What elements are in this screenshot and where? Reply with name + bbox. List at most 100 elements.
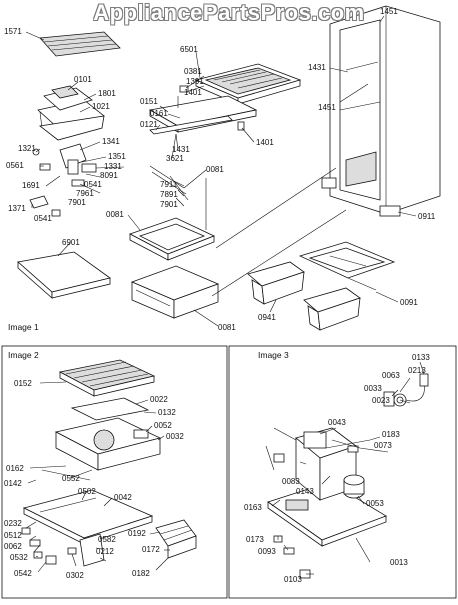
section-label-image2: Image 2 xyxy=(8,350,39,360)
part-label: 0133 xyxy=(412,353,430,362)
part-label: 1451 xyxy=(318,103,336,112)
part-label: 0162 xyxy=(6,464,24,473)
part-label: 1801 xyxy=(98,89,116,98)
part-label: 0103 xyxy=(284,575,302,584)
part-label: 0232 xyxy=(4,519,22,528)
part-label: 0541 xyxy=(84,180,102,189)
part-label: 0161 xyxy=(150,109,168,118)
part-label: 7961 xyxy=(76,189,94,198)
crisper-frame-0091 xyxy=(298,241,396,291)
control-housing xyxy=(37,85,105,141)
freezer-tray-0042 xyxy=(22,489,154,567)
crisper-pans xyxy=(247,261,361,331)
part-label: 0022 xyxy=(150,395,168,404)
part-label: 0182 xyxy=(132,569,150,578)
part-label: 7891 xyxy=(160,190,178,199)
part-label: 0013 xyxy=(390,558,408,567)
part-label: 0042 xyxy=(114,493,132,502)
freezer-plate-0022 xyxy=(70,397,150,421)
small-parts-left xyxy=(29,143,97,217)
part-label: 0121 xyxy=(140,120,158,129)
part-label: 0091 xyxy=(400,298,418,307)
part-label: 1371 xyxy=(8,204,26,213)
part-label: 0163 xyxy=(244,503,262,512)
part-label: 0101 xyxy=(74,75,92,84)
part-label: 0032 xyxy=(166,432,184,441)
leader-lines-image1 xyxy=(25,15,417,327)
crisper-cover-6501 xyxy=(194,63,302,105)
part-label: 1401 xyxy=(184,88,202,97)
part-label: 6501 xyxy=(180,45,198,54)
part-label: 1431 xyxy=(308,63,326,72)
part-label: 0512 xyxy=(4,531,22,540)
part-label: 0183 xyxy=(382,430,400,439)
part-label: 0152 xyxy=(14,379,32,388)
glass-shelf-0081 xyxy=(128,217,216,261)
part-label: 0132 xyxy=(158,408,176,417)
part-label: 1341 xyxy=(102,137,120,146)
part-label: 0093 xyxy=(258,547,276,556)
part-label: 0213 xyxy=(408,366,426,375)
part-label: 1331 xyxy=(104,162,122,171)
part-label: 1431 xyxy=(172,145,190,154)
part-label: 0582 xyxy=(98,535,116,544)
part-label: 0053 xyxy=(366,499,384,508)
part-label: 7901 xyxy=(68,198,86,207)
part-label: 0151 xyxy=(140,97,158,106)
part-label: 0302 xyxy=(66,571,84,580)
shelf-6901 xyxy=(17,251,111,299)
part-label: 0083 xyxy=(282,477,300,486)
image2-frame xyxy=(1,345,228,599)
part-label: 0052 xyxy=(154,421,172,430)
part-label: 0192 xyxy=(128,529,146,538)
freezer-housing-0032 xyxy=(54,417,162,471)
section-label-image1: Image 1 xyxy=(8,322,39,332)
shelf-grille-1571 xyxy=(39,31,121,57)
part-label: 0033 xyxy=(364,384,382,393)
damper-motor-0053 xyxy=(343,474,365,499)
part-label: 1321 xyxy=(18,144,36,153)
part-label: 1401 xyxy=(256,138,274,147)
part-label: 0911 xyxy=(418,212,436,221)
image3-frame xyxy=(228,345,457,599)
part-label: 0542 xyxy=(14,569,32,578)
slide-rails xyxy=(149,165,189,201)
part-label: 0043 xyxy=(328,418,346,427)
part-label: 0081 xyxy=(206,165,224,174)
part-label: 0062 xyxy=(4,542,22,551)
watermark: AppliancePartsPros.com xyxy=(93,0,365,25)
part-label: 1021 xyxy=(92,102,110,111)
refrigerator-cabinet xyxy=(321,5,441,217)
part-label: 0142 xyxy=(4,479,22,488)
part-label: 7901 xyxy=(160,200,178,209)
part-label: 0172 xyxy=(142,545,160,554)
leader-lines-image2 xyxy=(25,381,170,573)
freezer-grille-0152 xyxy=(58,359,156,397)
part-label: 0023 xyxy=(372,396,390,405)
part-label: 0212 xyxy=(96,547,114,556)
part-label: 1451 xyxy=(380,7,398,16)
part-label: 0541 xyxy=(34,214,52,223)
part-label: 0532 xyxy=(10,553,28,562)
part-label: 6901 xyxy=(62,238,80,247)
part-label: 0381 xyxy=(184,67,202,76)
part-label: 0173 xyxy=(246,535,264,544)
part-label: 0502 xyxy=(78,487,96,496)
part-label: 0063 xyxy=(382,371,400,380)
section-label-image3: Image 3 xyxy=(258,350,289,360)
part-label: 0143 xyxy=(296,487,314,496)
part-label: 0081 xyxy=(218,323,236,332)
part-label: 1351 xyxy=(108,152,126,161)
shelf-frame xyxy=(148,85,258,135)
part-label: 1391 xyxy=(186,77,204,86)
part-label: 3621 xyxy=(166,154,184,163)
part-label: 0552 xyxy=(62,474,80,483)
part-label: 8091 xyxy=(100,171,118,180)
part-label: 1691 xyxy=(22,181,40,190)
leader-lines-image3 xyxy=(271,361,425,575)
part-label: 0561 xyxy=(6,161,24,170)
part-label: 1571 xyxy=(4,27,22,36)
part-label: 7911 xyxy=(160,180,178,189)
